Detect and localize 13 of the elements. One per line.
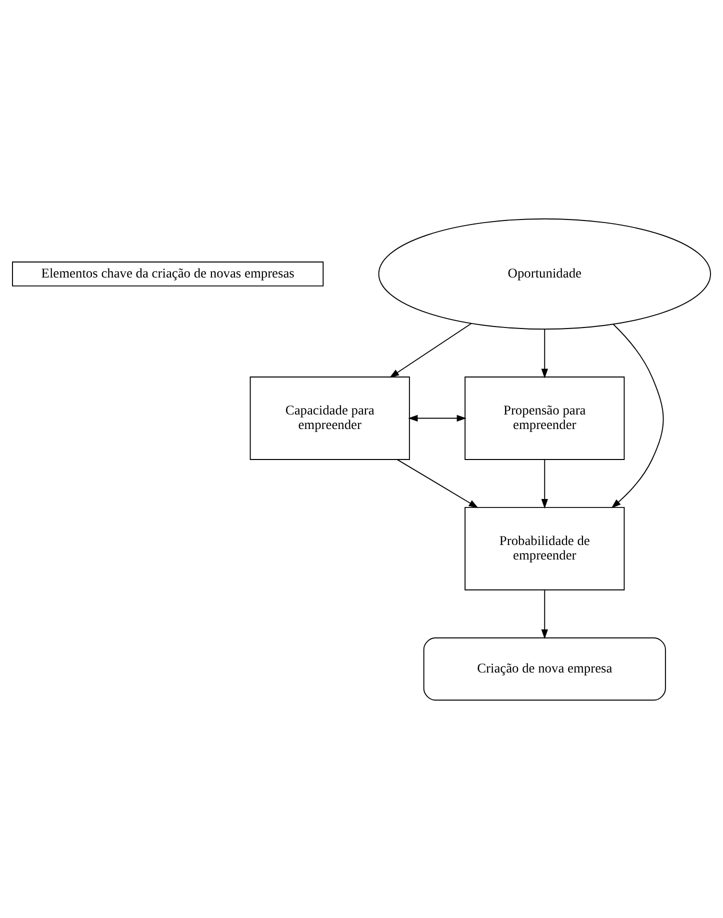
arrow bbox=[408, 414, 466, 422]
node-box: Propensão para empreender bbox=[464, 376, 625, 460]
arrow bbox=[396, 458, 478, 508]
node-box: Criação de nova empresa bbox=[423, 636, 666, 700]
arrow bbox=[541, 589, 548, 638]
arrow bbox=[541, 458, 548, 508]
node-box: Elementos chave da criação de novas empresas bbox=[12, 261, 324, 286]
node-ellipse: Oportunidade bbox=[378, 218, 711, 330]
arrow bbox=[541, 328, 548, 378]
node-box: Capacidade para empreender bbox=[250, 376, 410, 460]
arrow bbox=[390, 322, 472, 378]
arrow bbox=[611, 323, 664, 508]
node-box: Probabilidade de empreender bbox=[464, 506, 625, 590]
